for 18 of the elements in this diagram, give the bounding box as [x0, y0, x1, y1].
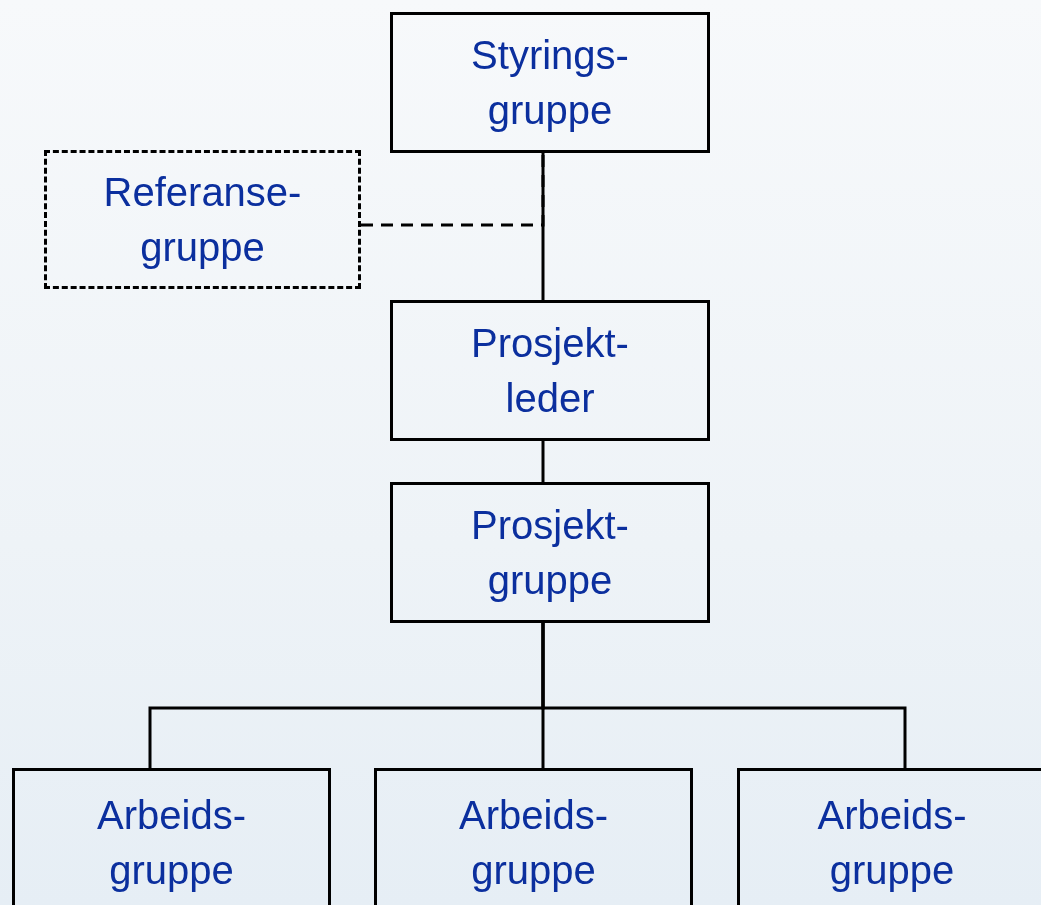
box-label: Referanse- gruppe [102, 168, 303, 271]
org-box [390, 12, 710, 153]
org-box [390, 482, 710, 623]
box-label: Prosjekt- leder [470, 319, 630, 422]
connector-line [541, 153, 545, 300]
org-box [374, 768, 693, 905]
dashed-connector [361, 153, 545, 227]
box-label: Prosjekt- gruppe [470, 501, 630, 604]
box-label: Arbeids- gruppe [816, 792, 968, 894]
connector-line [541, 441, 545, 482]
box-label: Styrings- gruppe [470, 31, 630, 134]
connector-line [541, 623, 907, 768]
org-box [12, 768, 331, 905]
box-label: Arbeids- gruppe [458, 792, 609, 894]
org-box [390, 300, 710, 441]
org-box [44, 150, 361, 289]
org-box [737, 768, 1041, 905]
box-label: Arbeids- gruppe [96, 792, 247, 894]
